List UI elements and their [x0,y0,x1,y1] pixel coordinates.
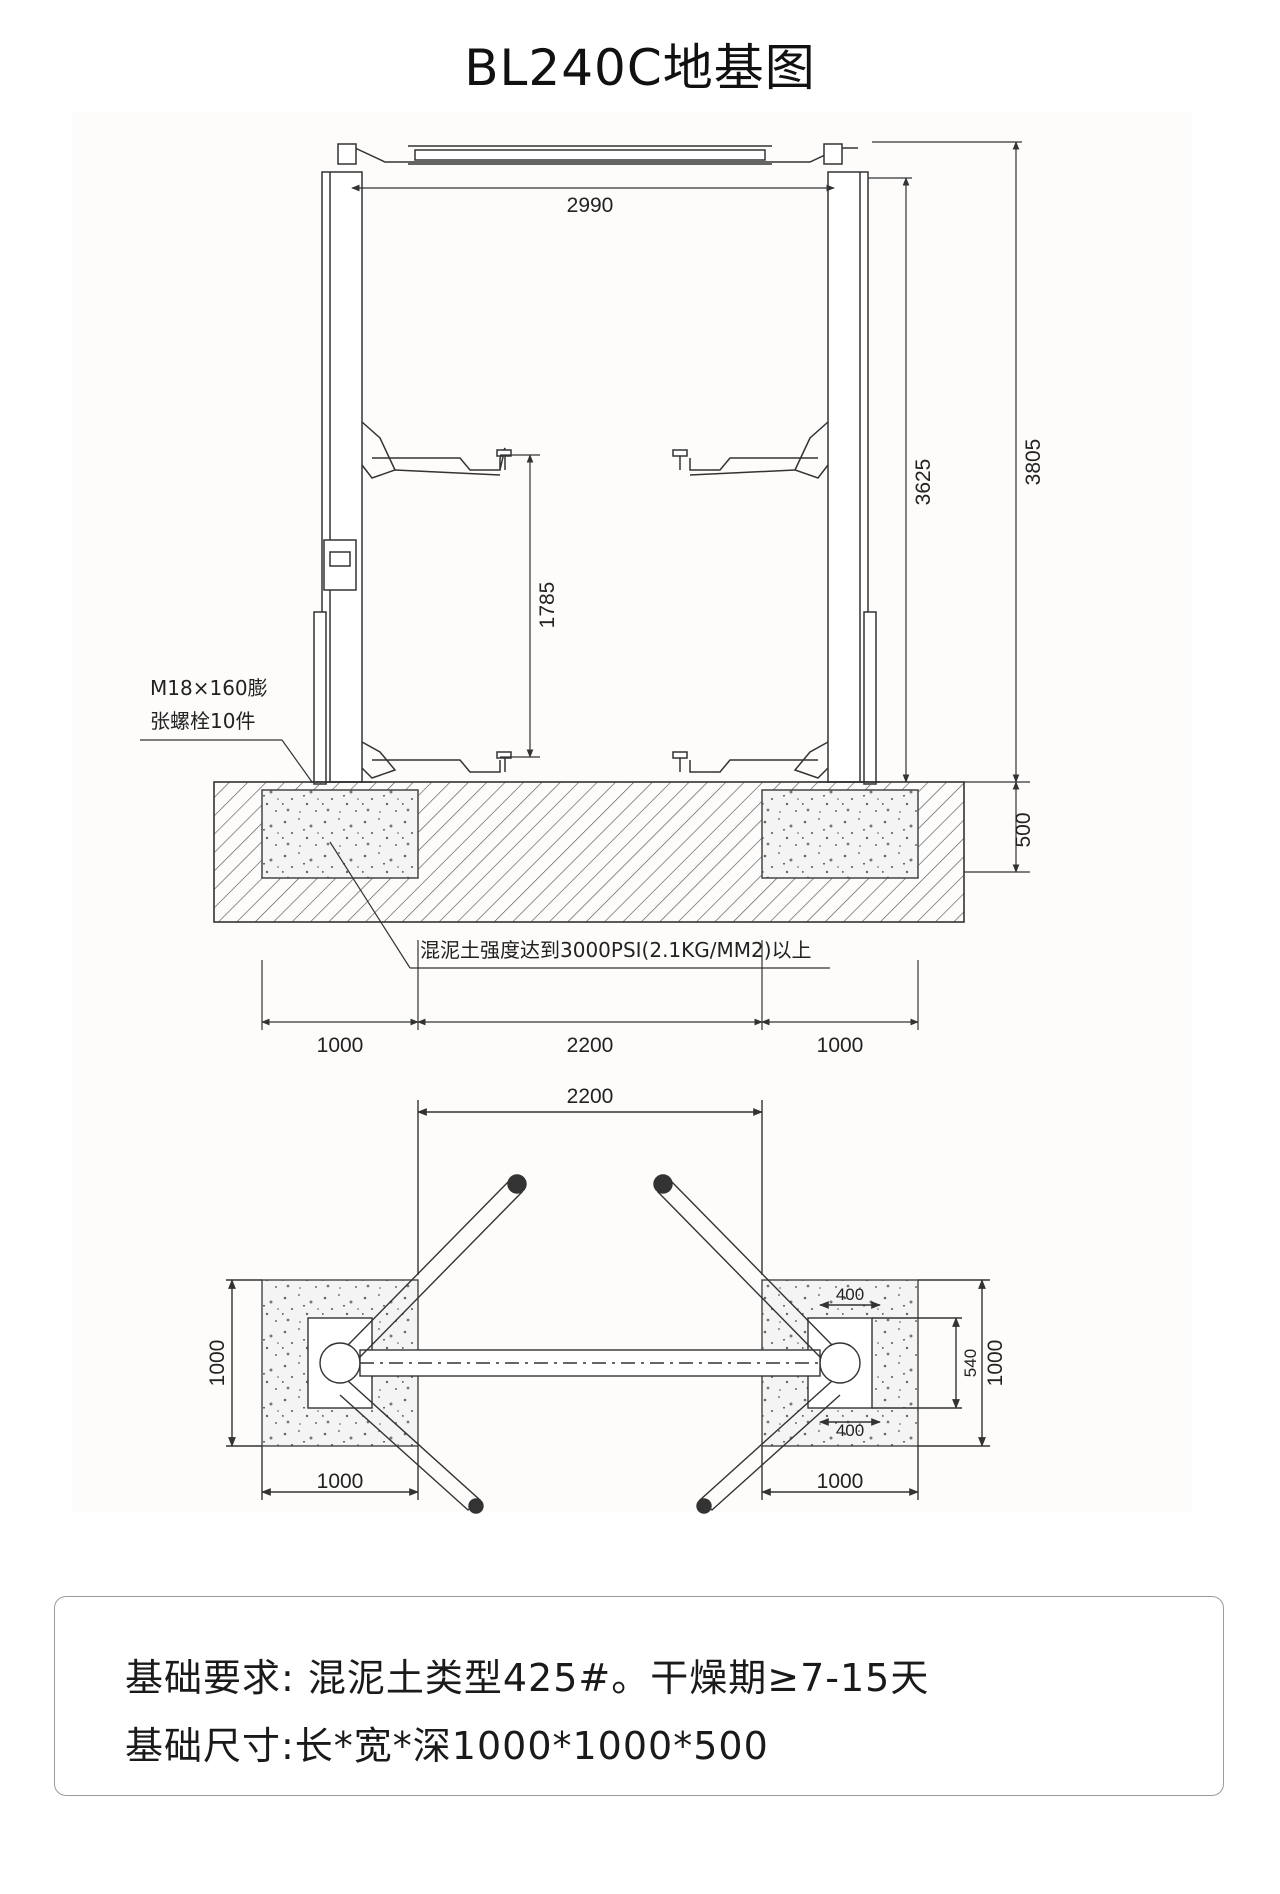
bolt-note-line2: 张螺栓10件 [150,709,255,733]
dim-plan-base-top: 400 [836,1285,864,1304]
concrete-note: 混泥土强度达到3000PSI(2.1KG/MM2)以上 [420,938,812,962]
upper-lift-arms [361,421,829,479]
overhead-beam [337,143,858,165]
foundation-drawing: 2990 3805 3625 1785 500 M18×160膨 张螺栓10件 … [140,141,1045,1514]
dim-column-spacing: 2990 [567,194,614,217]
plan-labels: 2200 1000 1000 1000 1000 400 400 540 [206,1085,1007,1493]
dim-total-height: 3805 [1022,439,1045,486]
dim-plan-base-depth: 540 [961,1349,980,1377]
dim-lift-travel: 1785 [536,582,559,629]
dim-plan-left-side: 1000 [206,1340,229,1387]
bolt-note-line1: M18×160膨 [150,676,268,700]
lower-lift-arms [361,741,829,779]
dim-plan-spacing: 2200 [567,1085,614,1108]
dim-bottom-middle: 2200 [567,1034,614,1057]
left-column [310,171,372,785]
dim-plan-left-width: 1000 [317,1470,364,1493]
dim-plan-base-bottom: 400 [836,1421,864,1440]
dim-foundation-depth: 500 [1012,812,1035,847]
dim-bottom-right: 1000 [817,1034,864,1057]
foundation-size: 基础尺寸:长*宽*深1000*1000*500 [125,1724,769,1768]
foundation-requirement: 基础要求: 混泥土类型425#。干燥期≥7-15天 [125,1656,930,1700]
plan-swing-arms [339,1174,841,1514]
dim-column-height: 3625 [912,459,935,506]
right-column [818,171,880,785]
elevation-labels: 2990 3805 3625 1785 500 M18×160膨 张螺栓10件 … [150,194,1045,1057]
dim-plan-right-width: 1000 [817,1470,864,1493]
page-title: BL240C地基图 [464,39,816,97]
dim-bottom-left: 1000 [317,1034,364,1057]
foundation-slab [213,781,965,923]
requirements-box: 基础要求: 混泥土类型425#。干燥期≥7-15天 基础尺寸:长*宽*深1000… [54,1596,1224,1796]
elevation-view [213,143,965,923]
dim-plan-right-side: 1000 [984,1340,1007,1387]
elevation-dimensions [140,141,1030,1030]
plan-view [226,1100,990,1514]
